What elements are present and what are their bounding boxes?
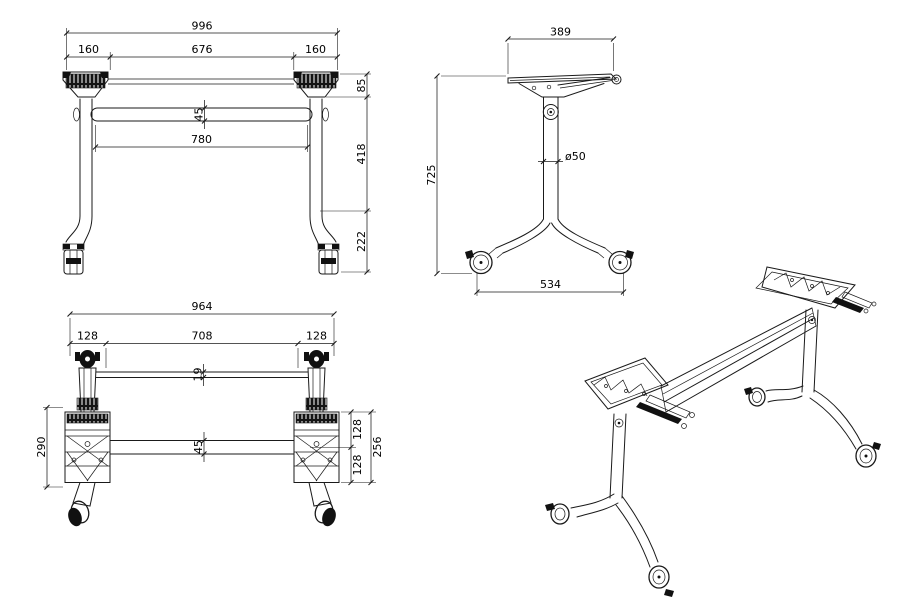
front-view: 996 160 676 160 45 780 85 418 222 [62, 20, 371, 275]
dim-plan-left-offset: 128 [77, 330, 98, 343]
plan-left-leg [64, 350, 111, 527]
dim-side-base: 534 [474, 278, 627, 295]
plan-right-leg [293, 350, 340, 527]
dim-front-beam: 45 [193, 100, 208, 129]
plan-view: 964 128 708 128 19 45 290 128 128 [35, 300, 384, 527]
iso-beam [660, 307, 817, 413]
dim-front-heights: 85 418 222 [355, 71, 370, 275]
dim-front-left-offset: 160 [78, 43, 99, 56]
dim-plan-right-stack: 128 128 256 [348, 409, 384, 486]
side-left-caster [465, 250, 493, 275]
dim-plan-top-bar-width: 19 [192, 368, 205, 382]
dim-plan-foot: 290 [35, 404, 50, 490]
iso-view [545, 266, 881, 597]
front-extension-lines [66, 28, 371, 273]
dim-plan-beam-width: 45 [192, 440, 205, 454]
dim-front-segments: 160 676 160 [63, 43, 341, 60]
dim-side-column-diameter: ø50 [565, 150, 586, 163]
dim-side-top: 389 [505, 26, 617, 42]
dim-side-column: ø50 [538, 150, 586, 165]
dim-side-overall-height: 725 [425, 165, 438, 186]
dim-plan-center-span: 708 [192, 330, 213, 343]
iso-far-plate [755, 266, 877, 314]
dim-front-bracket-height: 85 [355, 79, 368, 93]
dim-plan-top-bar: 19 [192, 364, 207, 386]
iso-far-leg [744, 309, 881, 468]
dim-front-overall-width: 996 [192, 20, 213, 33]
side-lever-knob [611, 74, 622, 85]
side-right-caster [608, 250, 634, 275]
dim-side-base-width: 534 [540, 278, 561, 291]
dim-side-height: 725 [425, 73, 440, 277]
iso-near-leg [545, 413, 674, 597]
side-view-drawing [465, 73, 634, 275]
dim-plan-right-offset: 128 [306, 330, 327, 343]
dim-side-top-width: 389 [550, 26, 571, 39]
dim-plan-segments: 128 708 128 [67, 330, 337, 347]
dim-plan-overall: 964 [67, 300, 337, 317]
side-view: 389 725 ø50 534 [425, 26, 634, 296]
dim-front-center-span: 676 [192, 43, 213, 56]
iso-near-plate [584, 357, 695, 429]
dim-plan-right-overall: 256 [371, 437, 384, 458]
dim-plan-beam: 45 [192, 432, 207, 462]
dim-front-beam-height: 45 [193, 108, 206, 122]
plan-extension-lines [43, 318, 376, 488]
front-crossbar [90, 107, 313, 122]
dim-front-leg-span: 780 [92, 133, 311, 150]
dim-front-overall: 996 [63, 20, 341, 36]
dim-front-right-offset: 160 [305, 43, 326, 56]
dim-front-column-height: 418 [355, 144, 368, 165]
plan-view-drawing [64, 350, 340, 527]
dim-front-leg-span-label: 780 [191, 133, 212, 146]
front-right-caster [317, 243, 340, 275]
dim-plan-right-upper: 128 [351, 419, 364, 440]
dim-plan-overall-width: 964 [192, 300, 213, 313]
front-view-drawing [62, 71, 340, 275]
dim-plan-foot-length: 290 [35, 437, 48, 458]
front-left-caster [62, 243, 85, 275]
dim-plan-right-lower: 128 [351, 455, 364, 476]
dim-front-foot-height: 222 [355, 231, 368, 252]
